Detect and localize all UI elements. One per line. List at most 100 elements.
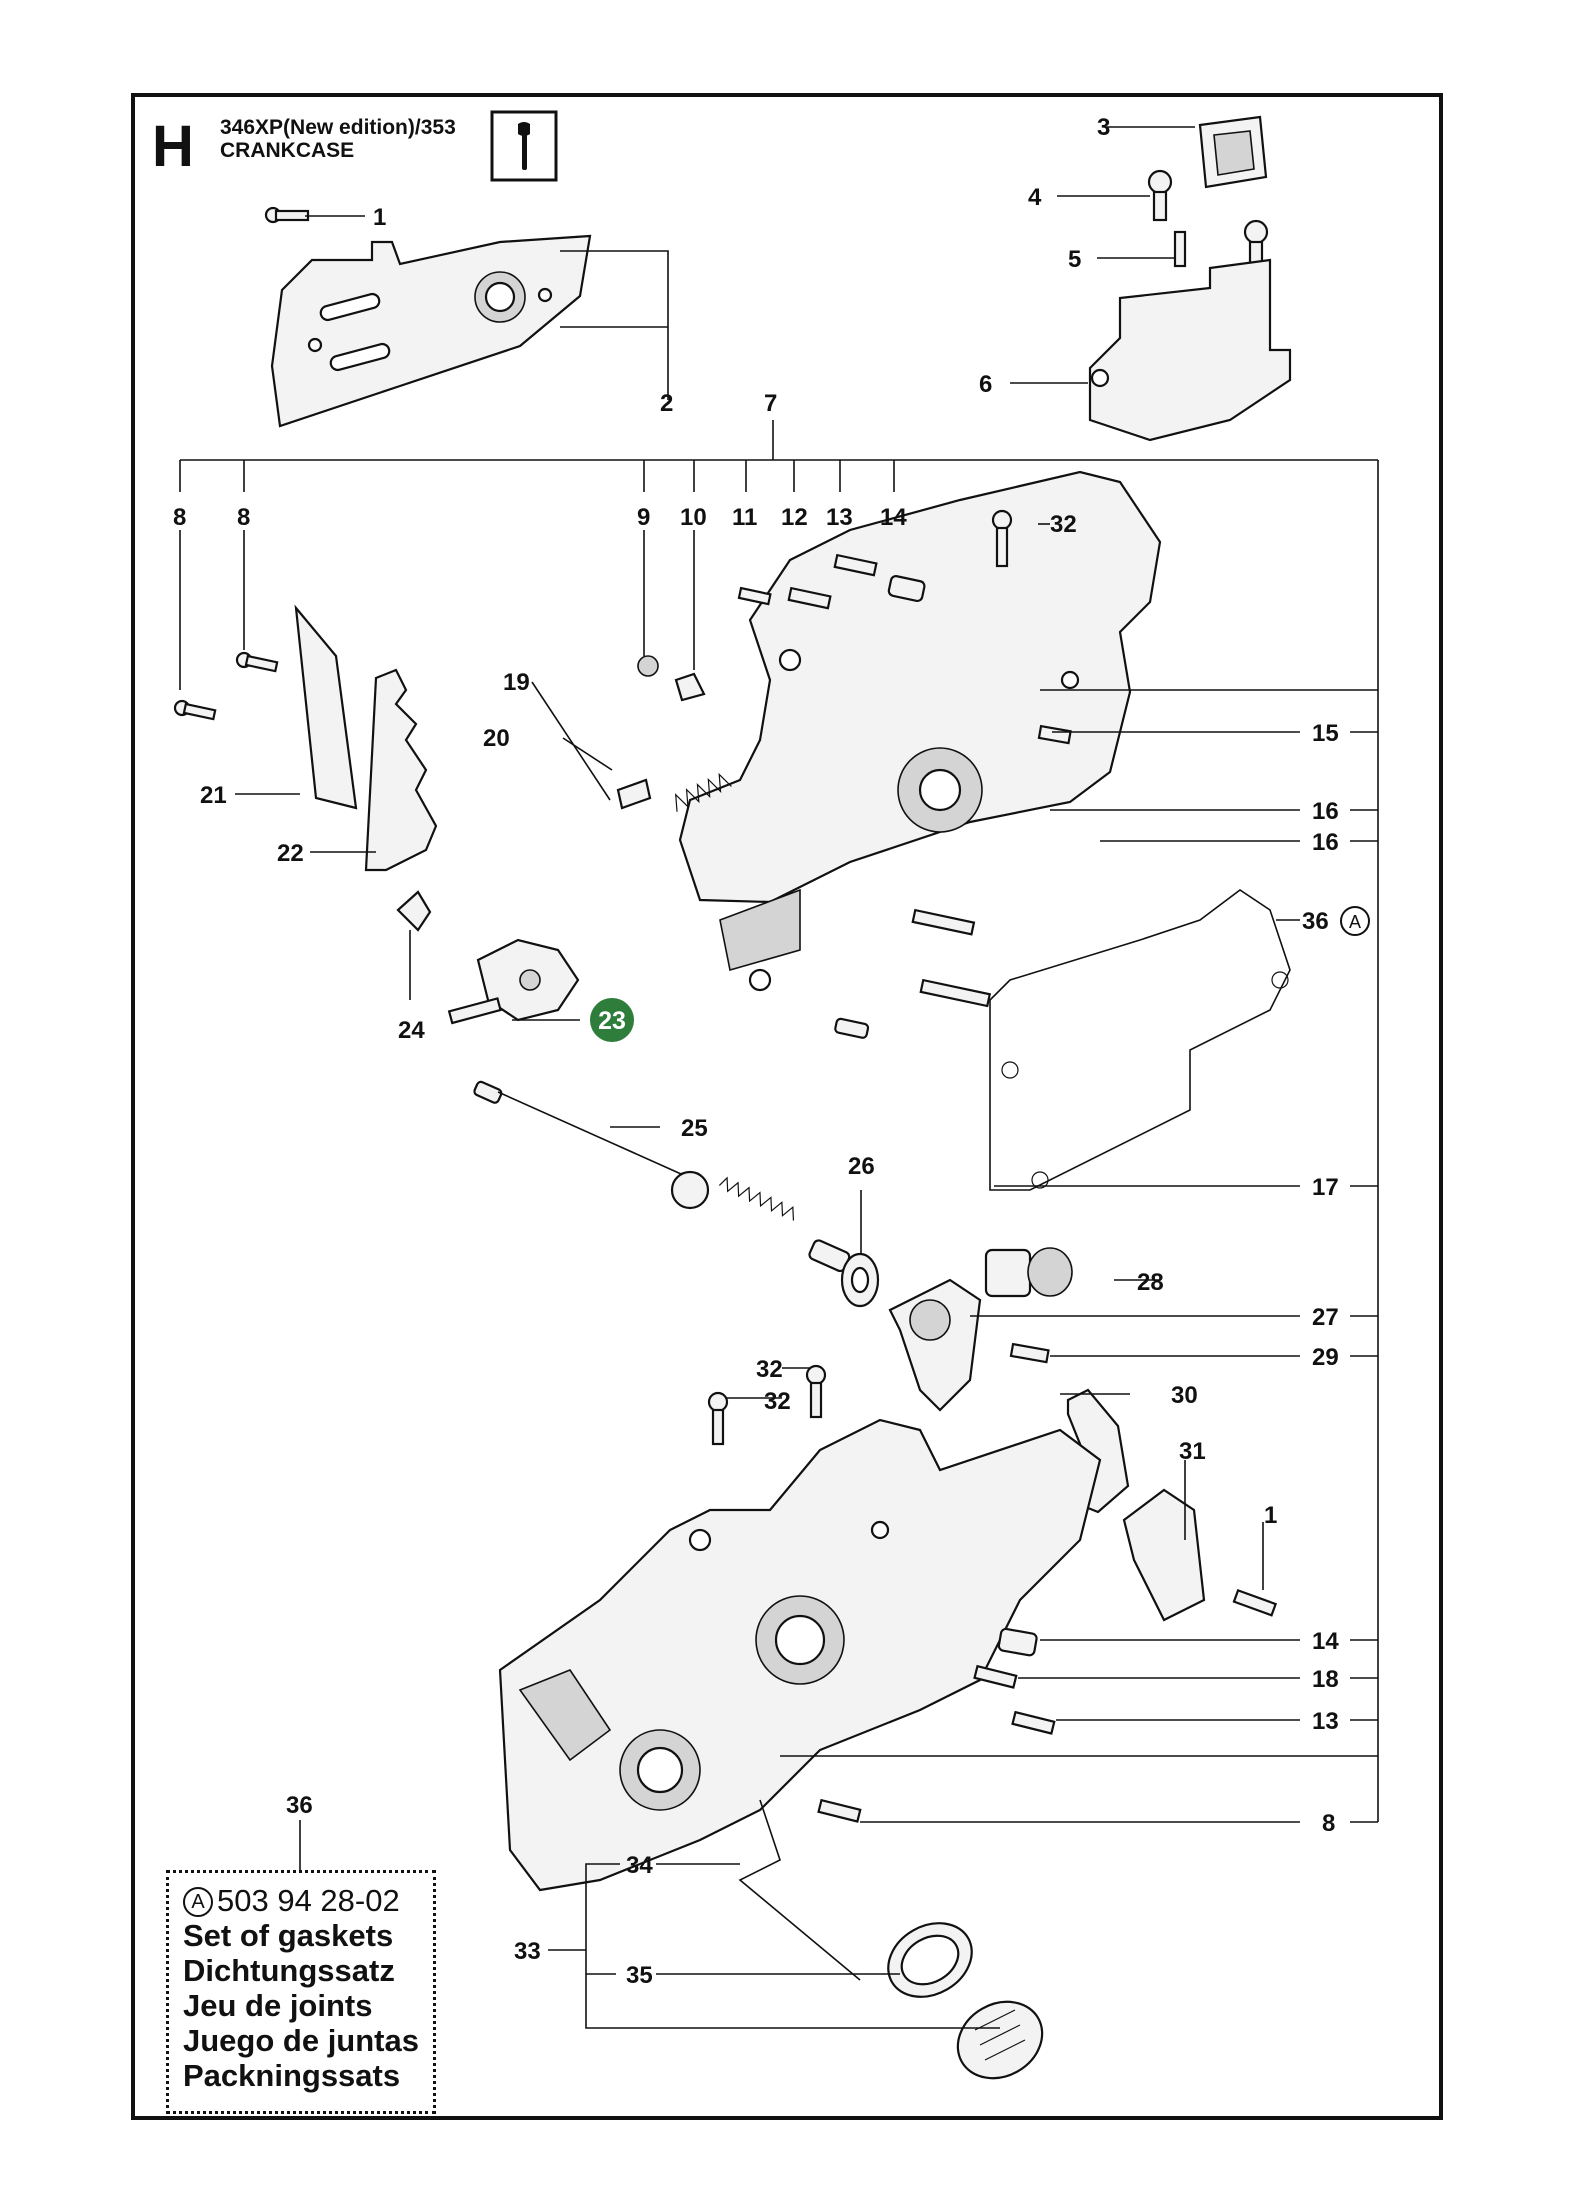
gasket-name-sv: Packningssats <box>183 2058 401 2093</box>
callout-27: 27 <box>1312 1304 1339 1331</box>
callout-24: 24 <box>398 1017 425 1044</box>
callout-8-bottom: 8 <box>1322 1810 1335 1837</box>
part-25-tensioner <box>473 1080 851 1273</box>
part-16-bolt-b <box>919 978 992 1008</box>
part-8-screw-bottom <box>817 1798 862 1823</box>
part-14-sleeve-bottom <box>997 1627 1038 1657</box>
part-30-bracket <box>1066 1388 1130 1514</box>
callout-14-top: 14 <box>880 504 907 531</box>
part-4-nut-left <box>1147 169 1173 222</box>
part-2-guard-plate <box>270 234 592 428</box>
callout-32-a: 32 <box>756 1356 783 1383</box>
part-33-oil-cap <box>956 2000 1044 2080</box>
callout-32-b: 32 <box>764 1388 791 1415</box>
callout-15: 15 <box>1312 720 1339 747</box>
callout-28: 28 <box>1137 1269 1164 1296</box>
callout-1-top: 1 <box>373 204 386 231</box>
part-24-clip <box>396 890 432 932</box>
callout-36-b: 36 <box>286 1792 313 1819</box>
part-29-screw <box>1009 1342 1050 1364</box>
callout-35: 35 <box>626 1962 653 1989</box>
callout-16-a: 16 <box>1312 798 1339 825</box>
svg-text:23: 23 <box>598 1007 626 1035</box>
callout-9: 9 <box>637 504 650 531</box>
callout-29: 29 <box>1312 1344 1339 1371</box>
callout-13-bottom: 13 <box>1312 1708 1339 1735</box>
part-1-screw-bottom <box>1232 1588 1278 1617</box>
callout-6: 6 <box>979 371 992 398</box>
part-16-bolt-a <box>911 908 976 936</box>
part-12-screw <box>787 586 832 610</box>
callout-25: 25 <box>681 1115 708 1142</box>
callout-34: 34 <box>626 1852 653 1879</box>
model-title: 346XP(New edition)/353 <box>220 116 456 139</box>
crankcase-upper <box>678 470 1162 992</box>
part-14-sleeve-top <box>887 575 926 603</box>
callout-13-top: 13 <box>826 504 853 531</box>
part-18-screw <box>973 1664 1018 1689</box>
part-32-screw-top <box>991 509 1013 568</box>
gasket-name-fr: Jeu de joints <box>183 1988 373 2023</box>
part-17-pin <box>834 1017 870 1039</box>
callout-30: 30 <box>1171 1382 1198 1409</box>
part-11-pin <box>737 586 772 606</box>
part-3-intake-seal <box>1198 115 1268 189</box>
leader-lines <box>179 126 1379 2029</box>
part-32-screw-a <box>805 1364 827 1419</box>
wrench-icon <box>490 110 558 182</box>
callout-2: 2 <box>660 390 673 417</box>
callout-23-highlight: 23 <box>590 998 634 1042</box>
part-26-washer <box>840 1252 880 1308</box>
part-1-screw-top <box>264 206 310 224</box>
gasket-name-de: Dichtungssatz <box>183 1953 395 1988</box>
part-22-bumper-spike <box>364 668 438 872</box>
part-6-carb-base <box>1088 258 1292 442</box>
callout-8-b: 8 <box>237 504 250 531</box>
part-13-screw-bottom <box>1011 1710 1056 1735</box>
gasket-name-en: Set of gaskets <box>183 1918 394 1953</box>
callout-20: 20 <box>483 725 510 752</box>
part-20-pin <box>616 778 652 810</box>
part-23-oil-pump <box>447 938 580 1025</box>
callout-36-a: 36 <box>1302 908 1329 935</box>
section-title: CRANKCASE <box>220 139 354 162</box>
callout-12: 12 <box>781 504 808 531</box>
callout-26: 26 <box>848 1153 875 1180</box>
part-21-plate <box>294 604 358 810</box>
part-27-holder <box>888 1278 982 1412</box>
callout-16-b: 16 <box>1312 829 1339 856</box>
callout-8-a: 8 <box>173 504 186 531</box>
callout-labels: 1 3 4 5 6 2 7 8 8 9 10 11 12 13 14 32 19… <box>173 114 1370 1989</box>
callout-14-bottom: 14 <box>1312 1628 1339 1655</box>
part-31-catcher <box>1122 1488 1206 1622</box>
gasket-part-number: 503 94 28-02 <box>217 1883 400 1918</box>
callout-31: 31 <box>1179 1438 1206 1465</box>
part-32-screw-b <box>707 1391 729 1446</box>
callout-17: 17 <box>1312 1174 1339 1201</box>
callout-7: 7 <box>764 390 777 417</box>
callout-5: 5 <box>1068 246 1081 273</box>
part-8-screw-a <box>173 699 217 721</box>
callout-11: 11 <box>732 504 757 531</box>
part-10-pin <box>674 672 706 702</box>
part-8-screw-b <box>235 651 279 673</box>
part-15-pin <box>1037 724 1072 745</box>
part-36-gasket <box>989 889 1291 1191</box>
callout-21: 21 <box>200 782 227 809</box>
callout-32-top: 32 <box>1050 511 1077 538</box>
callout-19: 19 <box>503 669 530 696</box>
part-9-nut <box>637 655 659 677</box>
callout-22: 22 <box>277 840 304 867</box>
callout-18: 18 <box>1312 1666 1339 1693</box>
callout-10: 10 <box>680 504 707 531</box>
svg-text:A: A <box>1349 912 1361 932</box>
gasket-marker: A <box>183 1887 213 1917</box>
gasket-marker-a: A <box>1340 906 1370 936</box>
crankcase-lower <box>498 1418 1102 1892</box>
part-34-cap-strap <box>738 1799 861 1981</box>
part-13-screw-top <box>833 553 878 577</box>
part-35-cap-seal <box>887 1922 973 1998</box>
page-border <box>131 93 1443 2120</box>
callout-3: 3 <box>1097 114 1110 141</box>
